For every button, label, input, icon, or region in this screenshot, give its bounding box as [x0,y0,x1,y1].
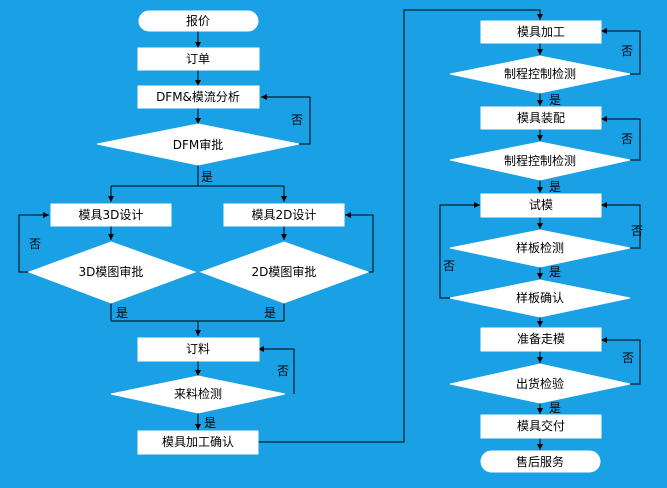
node-review-3d-shape [27,241,197,304]
node-shipment-inspection-shape [449,363,631,404]
nodes-left-column [27,10,370,455]
node-machining-confirm: 模具加工确认 [162,435,234,449]
node-process-control-2-shape [449,141,631,181]
connectors-left-column [18,9,543,443]
label-yes-dfm: 是 [201,170,213,184]
nodes-right-column [449,20,631,473]
node-trial: 试模 [529,197,553,212]
label-yes-3d: 是 [116,306,128,320]
node-machining-confirm-shape [137,430,259,455]
node-ready-to-ship: 准备走模 [517,332,565,346]
node-after-sales-shape [480,450,601,473]
label-no-process-1: 否 [621,44,633,58]
label-yes-process-2: 是 [549,180,561,194]
label-no-3d: 否 [29,237,41,251]
node-review-3d: 3D模图审批 [79,264,144,279]
node-sample-inspection: 样板检测 [516,240,564,255]
node-assembly-shape [480,106,602,130]
node-shipment-inspection: 出货检验 [516,376,564,391]
node-process-control-2: 制程控制检测 [504,153,576,168]
node-labels: 报价 订单 DFM&模流分析 DFM审批 模具3D设计 模具2D设计 3D模图审… [79,13,576,469]
label-yes-process-1: 是 [549,93,561,107]
node-ready-to-ship-shape [480,327,602,352]
node-delivery: 模具交付 [517,418,565,433]
node-dfm-review-shape [96,123,300,166]
node-dfm-review: DFM审批 [173,137,224,152]
node-sample-confirm: 样板确认 [516,290,564,305]
node-order: 订单 [186,52,210,66]
node-trial-shape [480,193,602,218]
node-incoming-inspection-shape [110,375,286,414]
branch-labels: 否 是 否 是 是 否 是 否 是 否 是 否 是 否 否 是 [29,44,643,430]
label-no-dfm: 否 [291,113,303,127]
node-review-2d: 2D模图审批 [252,264,317,279]
node-after-sales: 售后服务 [516,454,564,469]
label-no-shipment: 否 [622,351,634,365]
node-process-control-1-shape [449,55,631,94]
node-order-shape [137,47,260,71]
node-material-order: 订料 [186,342,210,356]
label-yes-shipment: 是 [549,401,561,415]
label-no-process-2: 否 [621,132,633,146]
node-quote: 报价 [186,13,210,28]
node-machining-shape [480,20,602,44]
node-process-control-1: 制程控制检测 [504,66,576,81]
label-yes-sample-inspection: 是 [549,265,561,279]
node-review-2d-shape [199,241,370,304]
label-yes-2d: 是 [264,306,276,320]
node-design-3d: 模具3D设计 [79,208,144,222]
node-design-3d-shape [50,203,172,227]
node-delivery-shape [480,414,602,439]
node-design-2d: 模具2D设计 [252,208,317,222]
label-no-sample-inspection: 否 [631,224,643,238]
node-material-order-shape [137,337,260,362]
label-no-sample-confirm: 否 [443,259,455,273]
label-yes-incoming: 是 [204,416,216,430]
connectors-right-column [439,28,641,450]
node-assembly: 模具装配 [517,111,565,125]
node-machining: 模具加工 [517,25,565,39]
node-sample-confirm-shape [449,279,631,318]
node-dfm-analysis: DFM&模流分析 [156,90,240,104]
node-dfm-analysis-shape [137,85,260,109]
node-sample-inspection-shape [449,229,631,268]
node-design-2d-shape [223,203,345,227]
label-no-incoming: 否 [277,364,289,378]
node-quote-shape [138,10,259,32]
node-incoming-inspection: 来料检测 [174,386,222,401]
